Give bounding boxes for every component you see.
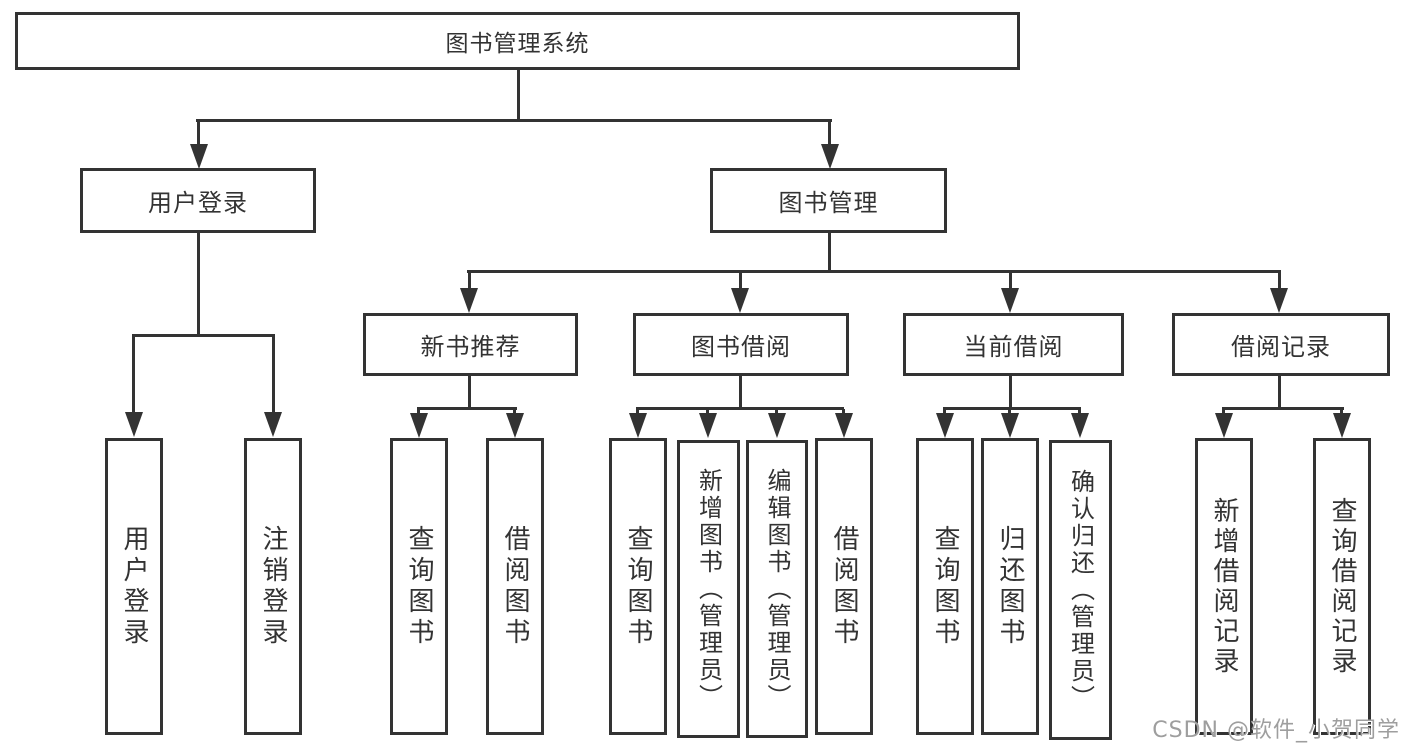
node-label: 图书管理系统 [445, 31, 590, 57]
arrow-down-icon [410, 413, 428, 438]
connector-line [417, 407, 517, 410]
connector-line [636, 409, 639, 416]
node-query-books-recommend: 查询图书 [390, 438, 448, 735]
connector-line [467, 270, 1281, 273]
node-borrowing-records: 借阅记录 [1172, 313, 1390, 376]
arrow-down-icon [1071, 413, 1089, 438]
arrow-down-icon [460, 288, 478, 313]
arrow-down-icon [835, 413, 853, 438]
connector-line [706, 409, 709, 416]
connector-line [197, 233, 200, 336]
connector-line [1278, 272, 1281, 288]
watermark: CSDN @软件_小贺同学 [1152, 718, 1400, 743]
node-edit-books-admin: 编辑图书（管理员） [746, 440, 808, 738]
node-add-borrow-record: 新增借阅记录 [1195, 438, 1253, 735]
connector-line [517, 70, 520, 122]
node-logout: 注销登录 [244, 438, 302, 735]
node-borrow-books-borrowing: 借阅图书 [815, 438, 873, 735]
node-label: 确认归还（管理员） [1066, 468, 1095, 712]
arrow-down-icon [768, 413, 786, 438]
arrow-down-icon [1001, 288, 1019, 313]
node-label: 查询图书 [623, 524, 653, 649]
arrow-down-icon [731, 288, 749, 313]
connector-line [1222, 407, 1344, 410]
arrow-down-icon [629, 413, 647, 438]
node-library-management-system: 图书管理系统 [15, 12, 1020, 70]
node-label: 归还图书 [995, 524, 1025, 649]
connector-line [468, 272, 471, 288]
connector-line [636, 407, 844, 410]
connector-line [1078, 409, 1081, 416]
node-label: 图书借阅 [691, 333, 791, 361]
arrow-down-icon [699, 413, 717, 438]
node-book-management: 图书管理 [710, 168, 947, 233]
arrow-down-icon [1270, 288, 1288, 313]
connector-line [943, 409, 946, 416]
node-label: 用户登录 [119, 524, 149, 649]
connector-line [943, 407, 1081, 410]
connector-line [513, 409, 516, 416]
node-label: 新增借阅记录 [1209, 496, 1239, 677]
connector-line [1009, 376, 1012, 409]
node-query-books-borrowing: 查询图书 [609, 438, 667, 735]
connector-line [468, 376, 471, 409]
arrow-down-icon [1215, 413, 1233, 438]
connector-line [828, 233, 831, 272]
connector-line [828, 121, 831, 146]
node-current-borrowing: 当前借阅 [903, 313, 1124, 376]
node-query-books-current: 查询图书 [916, 438, 974, 735]
connector-line [775, 409, 778, 416]
node-label: 图书管理 [778, 189, 879, 217]
connector-line [739, 272, 742, 288]
node-label: 新增图书（管理员） [694, 467, 723, 711]
node-label: 查询借阅记录 [1327, 496, 1357, 677]
connector-line [132, 334, 275, 337]
node-add-books-admin: 新增图书（管理员） [677, 440, 740, 738]
arrow-down-icon [264, 412, 282, 437]
connector-line [197, 121, 200, 146]
connector-line [1340, 409, 1343, 416]
arrow-down-icon [1333, 413, 1351, 438]
connector-line [1008, 409, 1011, 416]
connector-line [272, 336, 275, 412]
arrow-down-icon [190, 144, 208, 169]
node-label: 当前借阅 [963, 333, 1064, 361]
connector-line [1009, 272, 1012, 288]
node-label: 借阅记录 [1231, 333, 1331, 361]
node-query-borrow-record: 查询借阅记录 [1313, 438, 1371, 735]
connector-line [132, 336, 135, 412]
node-label: 注销登录 [258, 524, 288, 649]
arrow-down-icon [506, 413, 524, 438]
node-label: 借阅图书 [500, 524, 530, 649]
node-return-books: 归还图书 [981, 438, 1039, 735]
node-book-borrowing: 图书借阅 [633, 313, 849, 376]
node-confirm-return-admin: 确认归还（管理员） [1049, 440, 1112, 740]
connector-line [1278, 376, 1281, 409]
node-label: 借阅图书 [829, 524, 859, 649]
connector-line [842, 409, 845, 416]
node-label: 用户登录 [148, 189, 248, 217]
node-label: 查询图书 [930, 524, 960, 649]
node-label: 新书推荐 [420, 333, 521, 361]
node-borrow-books-recommend: 借阅图书 [486, 438, 544, 735]
connector-line [196, 119, 832, 122]
arrow-down-icon [125, 412, 143, 437]
node-label: 查询图书 [404, 524, 434, 649]
connector-line [1222, 409, 1225, 416]
node-label: 编辑图书（管理员） [763, 467, 791, 711]
connector-line [417, 409, 420, 416]
arrow-down-icon [936, 413, 954, 438]
connector-line [739, 376, 742, 409]
node-new-book-recommendation: 新书推荐 [363, 313, 578, 376]
node-user-login-leaf: 用户登录 [105, 438, 163, 735]
arrow-down-icon [821, 144, 839, 169]
node-user-login: 用户登录 [80, 168, 316, 233]
arrow-down-icon [1001, 413, 1019, 438]
